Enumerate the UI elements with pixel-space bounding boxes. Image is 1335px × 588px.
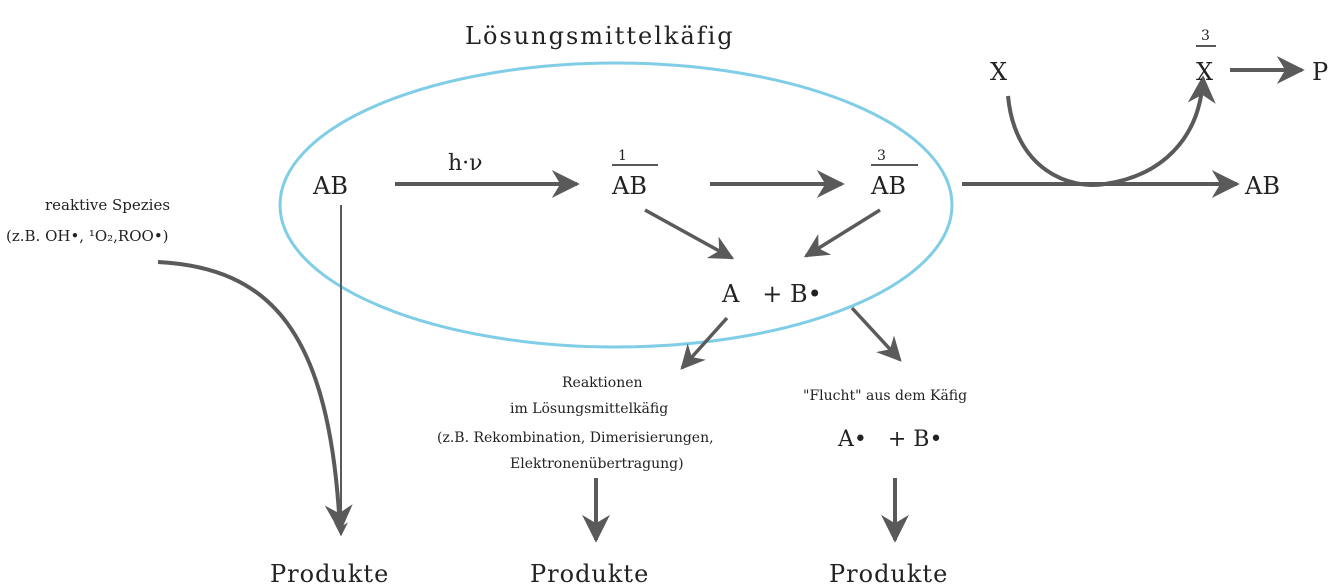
reactive-species-label: reaktive Spezies bbox=[45, 196, 170, 214]
escape-label: "Flucht" aus dem Käfig bbox=[803, 388, 967, 404]
triplet-ab: AB bbox=[870, 172, 906, 200]
photon-energy: h·ν bbox=[448, 151, 483, 176]
radicals-to-escape-arrow bbox=[850, 306, 902, 362]
triplet-x-superscript: 3 bbox=[1201, 28, 1210, 44]
escaped-radicals: A• + B• bbox=[837, 427, 942, 452]
products-label-1: Produkte bbox=[270, 560, 389, 588]
radicals-to-cage-reaction-arrow bbox=[680, 316, 729, 370]
ab-ground: AB bbox=[1244, 172, 1280, 200]
cage-reactions-examples: (z.B. Rekombination, Dimerisierungen, bbox=[437, 430, 714, 446]
cage-reactions-title: Reaktionen bbox=[562, 375, 643, 391]
singlet-to-radicals-arrow bbox=[644, 208, 735, 260]
quencher-curve-arrow bbox=[1006, 75, 1216, 187]
triplet-x: X bbox=[1196, 58, 1213, 86]
products-label-2: Produkte bbox=[530, 560, 649, 588]
triplet-to-radicals-arrow bbox=[803, 208, 881, 258]
triplet-superscript: 3 bbox=[877, 148, 886, 164]
solvent-cage-ellipse bbox=[278, 61, 954, 349]
products-label-3: Produkte bbox=[829, 560, 948, 588]
cage-reactions-examples-2: Elektronenübertragung) bbox=[510, 456, 684, 472]
reactive-species-arrow bbox=[157, 260, 353, 533]
radical-pair: A + B• bbox=[721, 280, 822, 308]
ab-start: AB bbox=[312, 172, 348, 200]
product-p: P bbox=[1312, 58, 1328, 86]
reactive-species-examples: (z.B. OH•, ¹O₂,ROO•) bbox=[6, 227, 169, 245]
singlet-superscript: 1 bbox=[618, 148, 627, 164]
singlet-ab: AB bbox=[611, 172, 647, 200]
cage-label: Lösungsmittelkäfig bbox=[465, 22, 735, 50]
quencher-x: X bbox=[990, 58, 1007, 86]
cage-reactions-subtitle: im Lösungsmittelkäfig bbox=[510, 401, 668, 417]
